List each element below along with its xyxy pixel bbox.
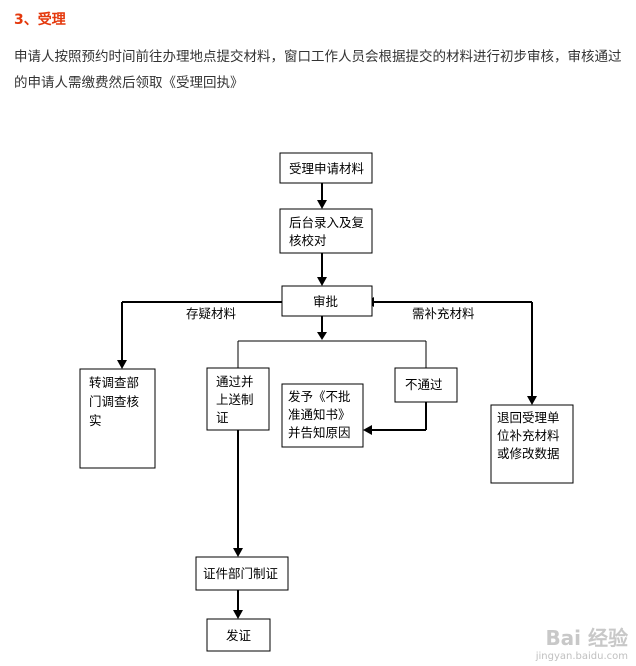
node-notice-line-3: 并告知原因 <box>288 425 351 440</box>
node-transfer-line-2: 门调查核 <box>89 394 140 409</box>
node-receive: 受理申请材料 <box>279 152 373 184</box>
arrow-backend <box>317 200 327 209</box>
node-issue: 发证 <box>206 618 271 652</box>
node-receive-line-1: 受理申请材料 <box>289 161 365 176</box>
node-make-cert-line-1: 证件部门制证 <box>203 566 279 581</box>
intro-paragraph: 申请人按照预约时间前往办理地点提交材料，窗口工作人员会根据提交的材料进行初步审核… <box>14 49 622 91</box>
node-notice: 发予《不批 准通知书》 并告知原因 <box>281 383 364 448</box>
label-doubtful: 存疑材料 <box>186 306 237 321</box>
arrow-transfer <box>117 360 127 369</box>
arrow-issue <box>233 610 243 619</box>
arrow-make-cert <box>233 548 243 557</box>
node-transfer: 转调查部 门调查核 实 <box>79 368 156 469</box>
node-returnback-line-2: 位补充材料 <box>497 428 560 443</box>
node-backend-line-1: 后台录入及复 <box>289 215 365 230</box>
node-returnback-line-3: 或修改数据 <box>497 446 560 461</box>
node-reject-line-1: 不通过 <box>405 377 443 392</box>
node-pass-line-2: 上送制 <box>216 392 254 407</box>
arrow-approve <box>317 277 327 286</box>
baidu-watermark: Bai 经验 jingyan.baidu.com <box>536 622 628 662</box>
label-supplement: 需补充材料 <box>412 306 475 321</box>
node-make-cert: 证件部门制证 <box>195 556 289 591</box>
node-reject: 不通过 <box>394 367 458 403</box>
section-heading: 3、受理 <box>14 12 66 28</box>
node-approve-line-1: 审批 <box>313 294 338 309</box>
node-backend: 后台录入及复 核校对 <box>279 208 373 254</box>
node-returnback: 退回受理单 位补充材料 或修改数据 <box>490 404 574 484</box>
node-returnback-line-1: 退回受理单 <box>497 410 560 425</box>
node-pass: 通过并 上送制 证 <box>206 367 270 431</box>
node-transfer-line-1: 转调查部 <box>89 375 139 390</box>
node-approve: 审批 <box>281 285 373 317</box>
arrow-split <box>317 332 327 340</box>
node-issue-line-1: 发证 <box>226 628 252 643</box>
node-pass-line-3: 证 <box>216 410 229 425</box>
node-pass-line-1: 通过并 <box>216 374 254 389</box>
node-backend-line-2: 核校对 <box>289 233 327 248</box>
node-transfer-line-3: 实 <box>89 413 102 428</box>
arrow-returnback <box>527 396 537 405</box>
node-notice-line-2: 准通知书》 <box>288 407 351 422</box>
watermark-logo: Bai 经验 <box>545 626 628 650</box>
watermark-url: jingyan.baidu.com <box>535 651 628 662</box>
node-notice-line-1: 发予《不批 <box>288 389 351 404</box>
arrow-notice <box>363 425 372 435</box>
